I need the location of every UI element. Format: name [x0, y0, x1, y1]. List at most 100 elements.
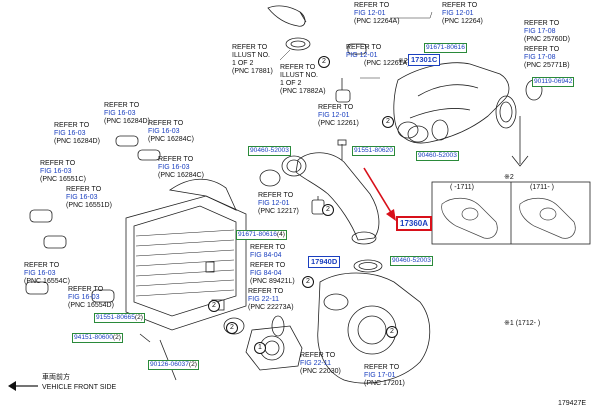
ref-fig-link[interactable]: FIG 16-03 [54, 130, 86, 137]
ref-pnc: (PNC 12264A) [354, 18, 400, 25]
note-star2: ※2 [398, 58, 408, 65]
ref-block: REFER TO FIG 16-03 (PNC 16284C) [148, 120, 194, 144]
callout-circle: 2 [226, 322, 238, 334]
part-number-90460-52003[interactable]: 90460-52003 [248, 146, 291, 156]
ref-label: REFER TO [318, 104, 354, 111]
ref-fig-link[interactable]: FIG 16-03 [158, 164, 190, 171]
ref-pnc: (PNC 16284C) [148, 136, 194, 143]
ref-fig-link[interactable]: FIG 12-01 [318, 112, 350, 119]
ref-block: REFER TO FIG 84-04 (PNC 89421L) [250, 262, 295, 286]
ref-label: REFER TO [346, 44, 382, 51]
part-number-91551-80620[interactable]: 91551-80620 [352, 146, 395, 156]
ref-pnc: (PNC 25760D) [524, 36, 570, 43]
ref-fig-link[interactable]: FIG 84-04 [250, 252, 282, 259]
quantity: (2) [188, 361, 197, 368]
ref-pnc: (PNC 17881) [232, 68, 273, 75]
part-number-17360A-highlighted[interactable]: 17360A [396, 216, 433, 231]
part-number-text: 91551-80665 [96, 314, 135, 321]
ref-label: REFER TO [524, 20, 560, 27]
inset-label-left: ( -1711) [450, 184, 474, 191]
ref-fig-link[interactable]: FIG 17-01 [364, 372, 396, 379]
ref-pnc: (PNC 25771B) [524, 62, 570, 69]
ref-pnc: (PNC 12261A) [364, 60, 410, 67]
ref-fig-link[interactable]: FIG 16-03 [68, 294, 100, 301]
ref-pnc: (PNC 16551C) [40, 176, 86, 183]
ref-pnc: (PNC 12217) [258, 208, 299, 215]
ref-label: REFER TO [258, 192, 294, 199]
ref-block: REFER TO FIG 12-01 (PNC 12264A) [354, 2, 400, 26]
ref-block: REFER TO FIG 16-03 (PNC 16284D) [104, 102, 150, 126]
part-number-90460-52003[interactable]: 90460-52003 [390, 256, 433, 266]
ref-illust: ILLUST NO. [232, 52, 270, 59]
hose-clamp-shape [285, 37, 311, 51]
ref-block: REFER TO FIG 17-08 (PNC 25760D) [524, 20, 570, 44]
ref-fig-link[interactable]: FIG 17-08 [524, 54, 556, 61]
ref-block: REFER TO FIG 22-11 (PNC 22030) [300, 352, 341, 376]
ref-fig-link[interactable]: FIG 22-11 [300, 360, 331, 367]
ref-pnc: (PNC 22030) [300, 368, 341, 375]
part-number-94151-80600[interactable]: 94151-80600(2) [72, 333, 123, 343]
ref-pnc: (PNC 16284D) [104, 118, 150, 125]
ref-block: REFER TO FIG 17-01 (PNC 17201) [364, 364, 405, 388]
quantity: (2) [112, 334, 121, 341]
callout-circle: 2 [208, 300, 220, 312]
callout-circle: 2 [318, 56, 330, 68]
middle-pipe-shape [295, 152, 380, 241]
ref-fig-link[interactable]: FIG 16-03 [148, 128, 180, 135]
ref-pnc: (PNC 12261) [318, 120, 359, 127]
manifold-shape [317, 272, 431, 384]
ref-pnc: (PNC 22273A) [248, 304, 294, 311]
ref-pnc: (PNC 16551D) [66, 202, 112, 209]
ref-label: REFER TO [158, 156, 194, 163]
ref-fig-link[interactable]: FIG 16-03 [24, 270, 56, 277]
top-hose-shape [267, 5, 306, 27]
part-number-91671-80616[interactable]: 91671-80616 [424, 43, 467, 53]
ref-block: REFER TO FIG 16-03 (PNC 16284D) [54, 122, 100, 146]
ref-fig-link[interactable]: FIG 16-03 [40, 168, 72, 175]
callout-circle: 2 [322, 204, 334, 216]
ref-label: REFER TO [24, 262, 60, 269]
ref-illust-page: 1 OF 2 [232, 60, 254, 67]
ref-illust: ILLUST NO. [280, 72, 318, 79]
illust-ref-block: REFER TO ILLUST NO. 1 OF 2 (PNC 17882A) [280, 64, 326, 96]
ref-illust-page: 1 OF 2 [280, 80, 302, 87]
ref-fig-link[interactable]: FIG 17-08 [524, 28, 556, 35]
part-number-17940D[interactable]: 17940D [308, 256, 341, 268]
ref-block: REFER TO FIG 12-01 (PNC 12261) [318, 104, 359, 128]
inset-label-right: (1711- ) [530, 184, 554, 191]
part-number-90460-52003[interactable]: 90460-52003 [416, 151, 459, 161]
part-number-17301C[interactable]: 17301C [408, 54, 441, 66]
ref-label: REFER TO [104, 102, 140, 109]
highlight-arrowhead [386, 209, 396, 221]
ref-label: REFER TO [232, 44, 268, 51]
ref-fig-link[interactable]: FIG 12-01 [346, 52, 378, 59]
vehicle-front-label: VEHICLE FRONT SIDE [42, 384, 117, 391]
ref-fig-link[interactable]: FIG 16-03 [66, 194, 98, 201]
ref-pnc: (PNC 16284C) [158, 172, 204, 179]
ref-block: REFER TO FIG 16-03 (PNC 16554C) [24, 262, 70, 286]
ref-fig-link[interactable]: FIG 22-11 [248, 296, 279, 303]
ref-pnc: (PNC 12264) [442, 18, 483, 25]
illust-ref-block: REFER TO ILLUST NO. 1 OF 2 (PNC 17881) [232, 44, 273, 76]
ref-fig-link[interactable]: FIG 12-01 [354, 10, 386, 17]
part-number-text: 91671-80616 [238, 231, 277, 238]
ref-fig-link[interactable]: FIG 84-04 [250, 270, 282, 277]
part-number-91671-80616[interactable]: 91671-80616(4) [236, 230, 287, 240]
ref-label: REFER TO [68, 286, 104, 293]
ref-label: REFER TO [148, 120, 184, 127]
part-number-91551-80665[interactable]: 91551-80665(2) [94, 313, 145, 323]
ref-block: REFER TO FIG 16-03 (PNC 16551D) [66, 186, 112, 210]
part-number-90126-06037[interactable]: 90126-06037(2) [148, 360, 199, 370]
part-number-90119-06942[interactable]: 90119-06942 [532, 77, 575, 87]
ref-fig-link[interactable]: FIG 12-01 [442, 10, 474, 17]
ref-label: REFER TO [442, 2, 478, 9]
ref-label: REFER TO [250, 262, 286, 269]
ref-fig-link[interactable]: FIG 12-01 [258, 200, 290, 207]
ref-block: REFER TO FIG 84-04 [250, 244, 285, 260]
ref-block: REFER TO FIG 22-11 (PNC 22273A) [248, 288, 294, 312]
ref-block: REFER TO FIG 16-03 (PNC 16284C) [158, 156, 204, 180]
ref-block: REFER TO FIG 12-01 (PNC 12264) [442, 2, 483, 26]
ref-fig-link[interactable]: FIG 16-03 [104, 110, 136, 117]
ref-label: REFER TO [248, 288, 284, 295]
ref-label: REFER TO [364, 364, 400, 371]
